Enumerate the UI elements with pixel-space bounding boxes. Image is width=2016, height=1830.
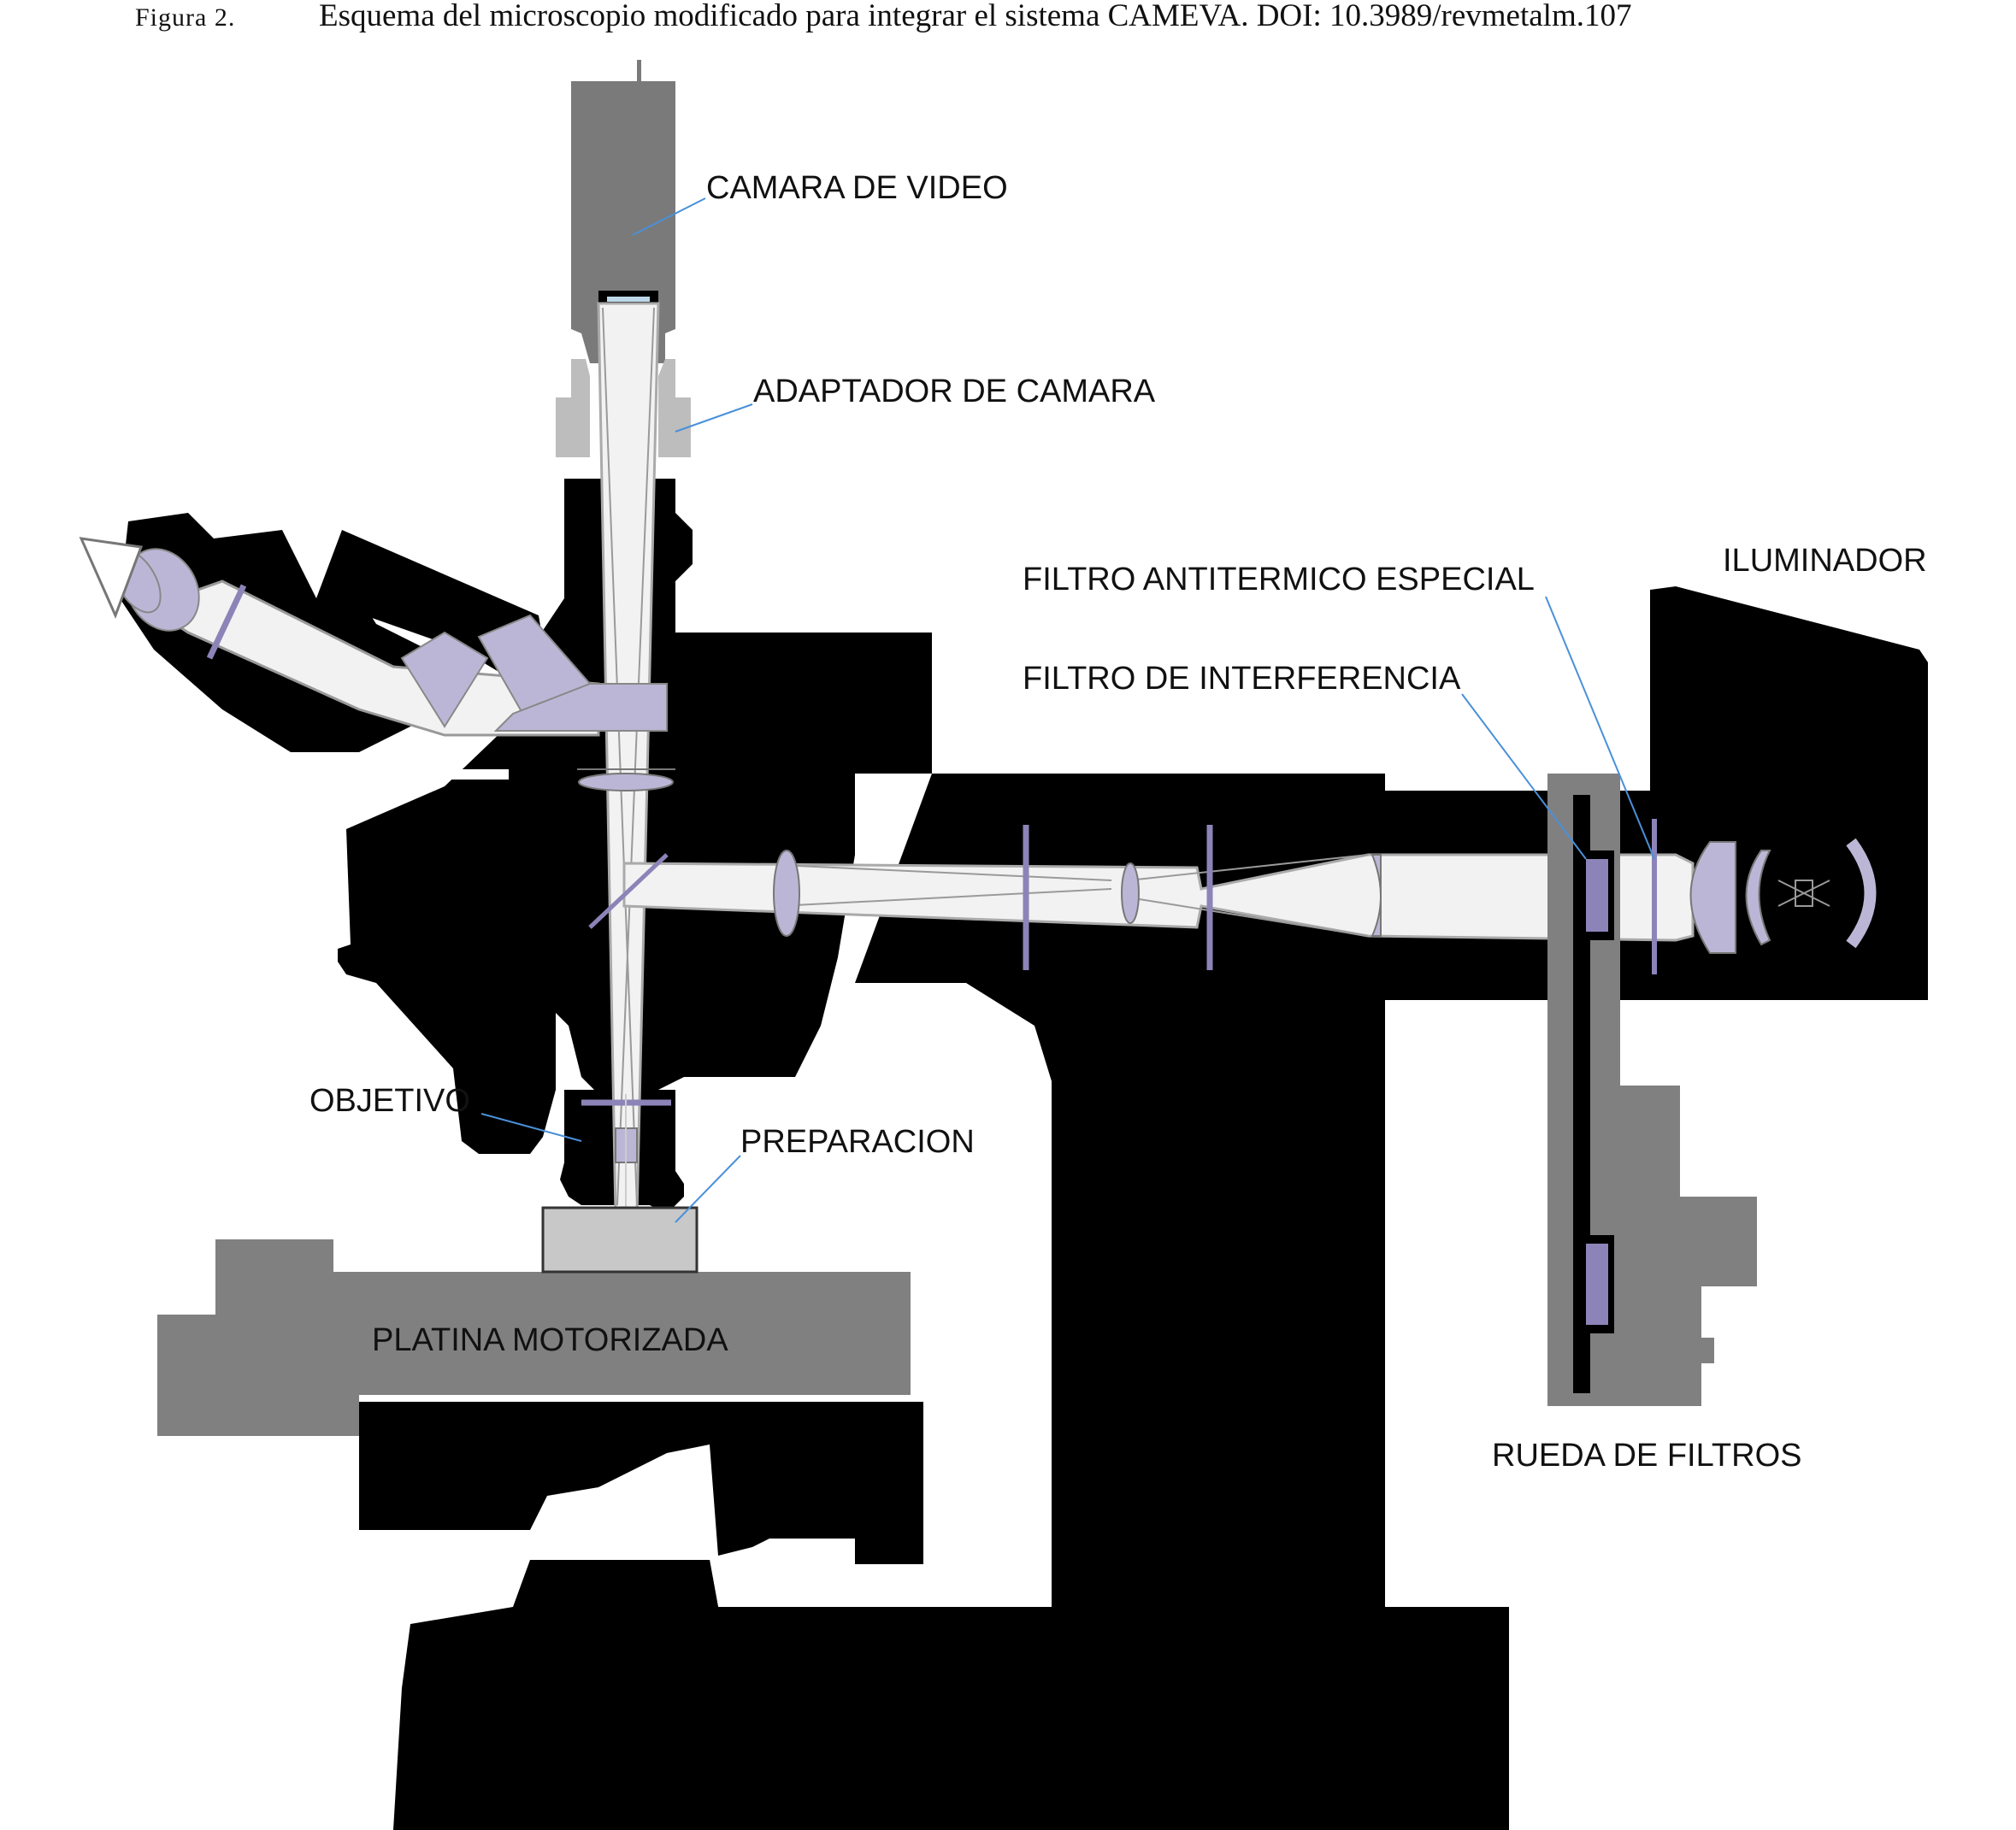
illumination-optics (773, 825, 1382, 970)
horizontal-beam-body (622, 853, 1695, 942)
objective-optics (581, 1094, 671, 1214)
vertical-beam-ray-2 (616, 307, 655, 1206)
vertical-beam-ray-1 (602, 307, 638, 1206)
leader-lines (480, 197, 1655, 1223)
camera-body (571, 60, 675, 363)
leader-filtro-interferencia (1461, 693, 1587, 860)
leader-preparacion (675, 1155, 741, 1223)
ray-cross-4 (1128, 897, 1369, 937)
label-objetivo: OBJETIVO (309, 1083, 470, 1119)
caption-label: Figura 2. (135, 3, 235, 32)
ray-cross-2 (777, 888, 1112, 907)
spare-filter (1586, 1244, 1608, 1325)
leader-camara-de-video (632, 197, 706, 236)
lens-3 (1371, 854, 1382, 937)
base-foot (530, 1560, 1052, 1620)
stage (157, 1206, 911, 1436)
collector-lens-2 (1745, 850, 1771, 946)
beam-splitter-mirror (588, 853, 669, 929)
prism-1 (400, 631, 489, 728)
interference-filter (1586, 859, 1608, 932)
lens-2 (1121, 862, 1140, 924)
figure-caption: Figura 2. Esquema del microscopio modifi… (135, 0, 1631, 33)
camera-adapter (556, 359, 691, 457)
eyepiece-tip (79, 537, 144, 619)
labels: CAMARA DE VIDEO ADAPTADOR DE CAMARA ILUM… (309, 170, 1927, 1474)
label-adaptador-de-camara: ADAPTADOR DE CAMARA (753, 374, 1156, 409)
lens-1 (773, 850, 800, 937)
label-camara-de-video: CAMARA DE VIDEO (706, 170, 1008, 206)
illuminator-optics (1689, 838, 1877, 954)
beam-splitter-block (493, 683, 668, 732)
eyepiece-reticle (206, 584, 247, 660)
label-filtro-interferencia: FILTRO DE INTERFERENCIA (1023, 661, 1461, 697)
leader-objetivo (480, 1113, 582, 1142)
horizontal-beam (622, 853, 1695, 942)
ray-cross-1 (777, 864, 1112, 881)
collector-lens-1 (1689, 841, 1736, 954)
leader-adaptador (675, 403, 753, 432)
label-platina-motorizada: PLATINA MOTORIZADA (372, 1322, 728, 1358)
label-filtro-antitermico: FILTRO ANTITERMICO ESPECIAL (1023, 562, 1535, 597)
label-rueda-de-filtros: RUEDA DE FILTROS (1492, 1438, 1801, 1474)
sample (541, 1206, 699, 1274)
stage-support (359, 1402, 923, 1564)
lamp-filament (1777, 880, 1830, 907)
adapter-right (658, 359, 691, 457)
camera-sensor (607, 297, 650, 302)
caption-text: Esquema del microscopio modificado para … (319, 0, 1631, 33)
lamp-reflector (1846, 838, 1877, 949)
filter-wheel (1547, 774, 1757, 1406)
label-preparacion: PREPARACION (740, 1124, 975, 1160)
eyepiece-assembly (79, 513, 668, 752)
side-knob (445, 769, 509, 780)
leader-filtro-antitermico (1545, 596, 1655, 860)
eyepiece-tube-light (146, 580, 600, 737)
ray-cross-3 (1128, 854, 1369, 881)
stage-body (157, 1239, 911, 1436)
adapter-left (556, 359, 590, 457)
tube-lens (578, 773, 674, 791)
label-iluminador: ILUMINADOR (1723, 543, 1927, 579)
